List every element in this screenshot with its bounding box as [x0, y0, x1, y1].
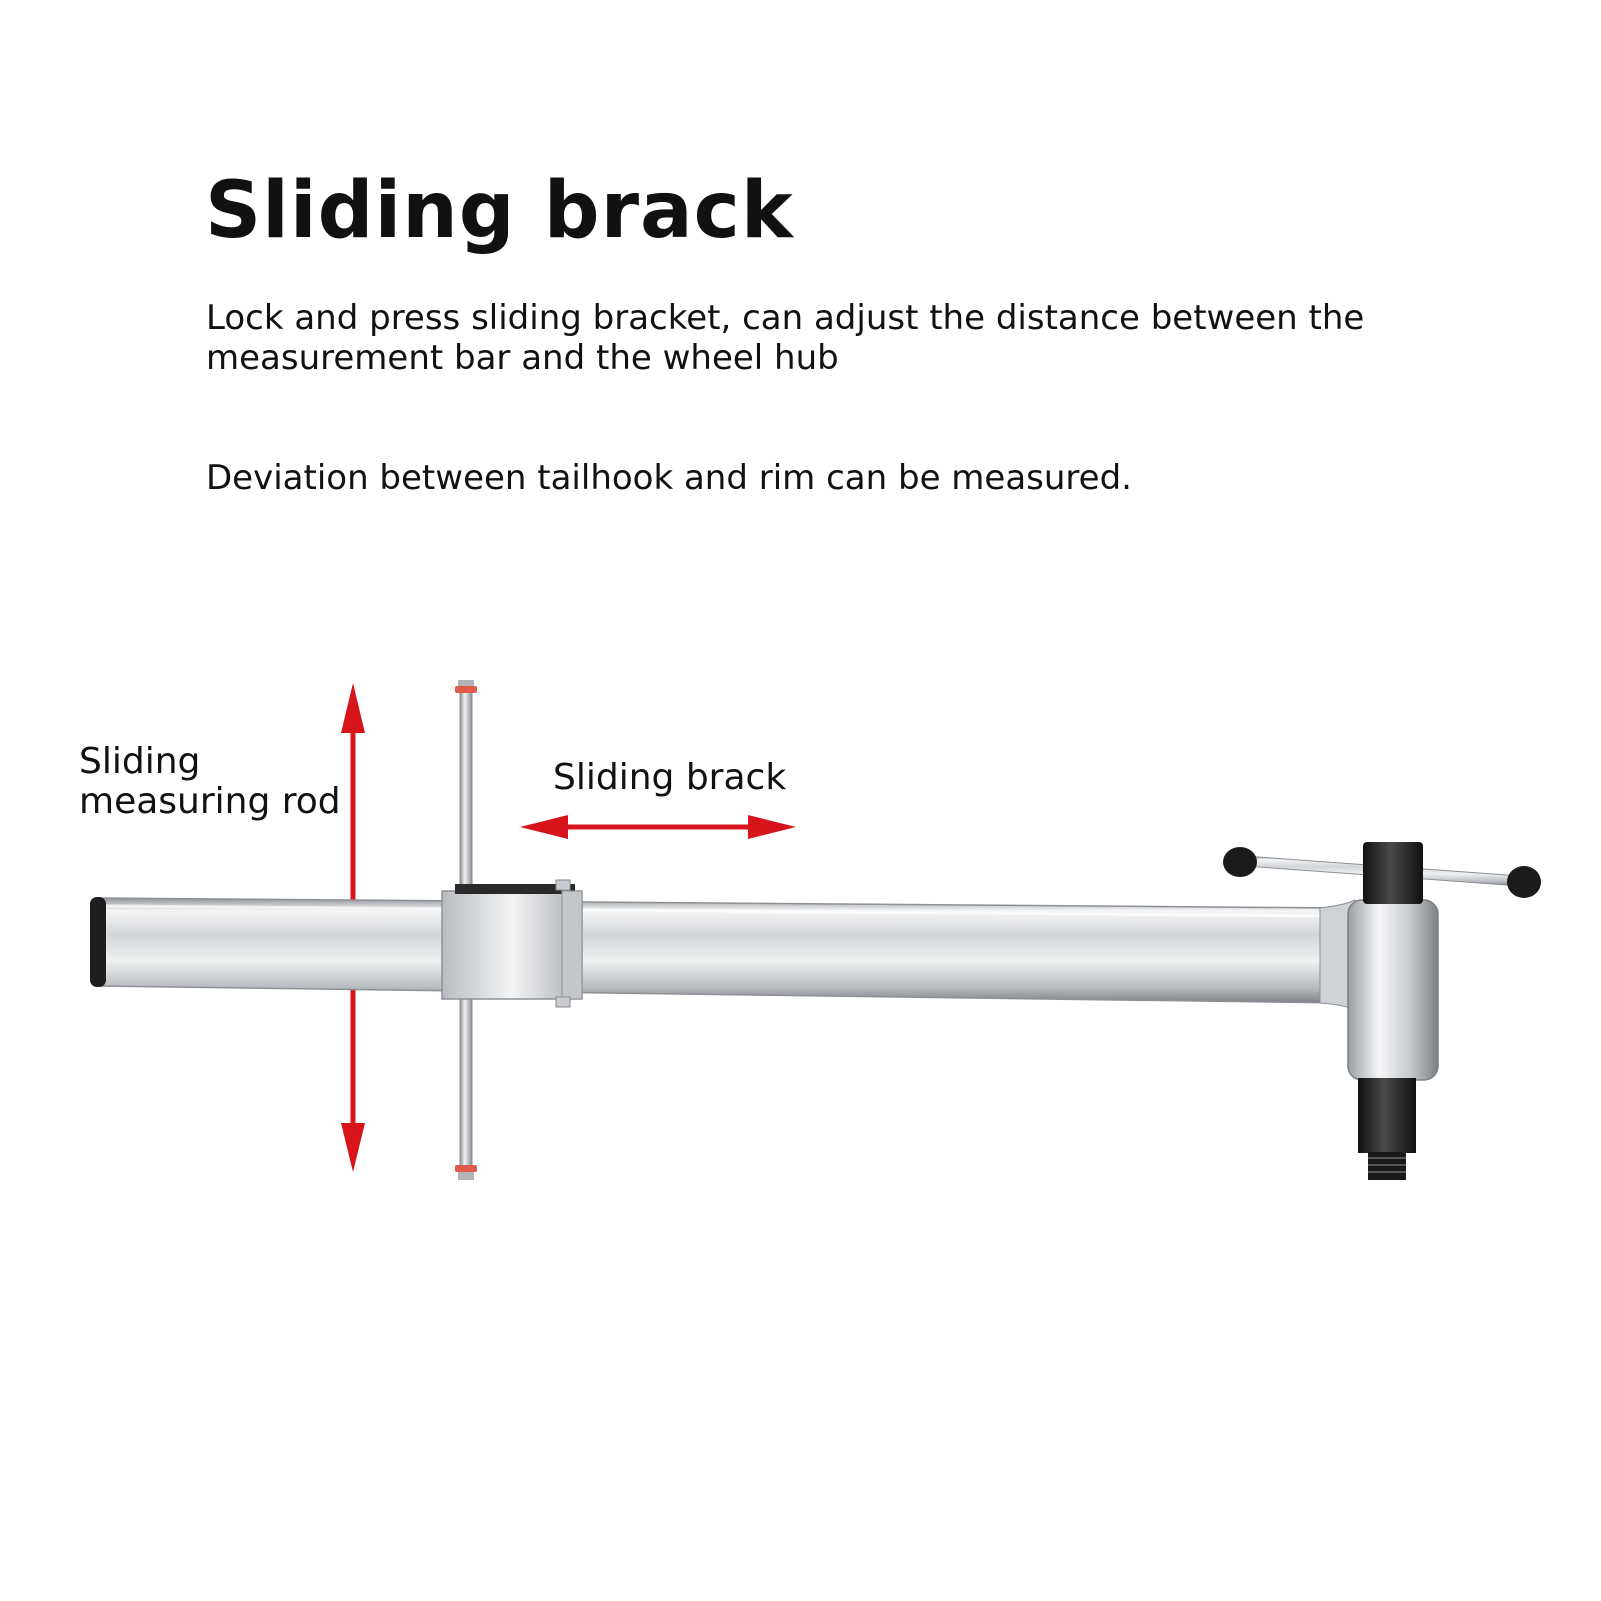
description-deviation: Deviation between tailhook and rim can b… [206, 458, 1132, 498]
page-title: Sliding brack [205, 166, 794, 256]
double-arrow-horizontal-icon [520, 815, 796, 839]
sliding-bracket [441, 879, 583, 1008]
description-adjust: Lock and press sliding bracket, can adju… [206, 298, 1365, 378]
bracket-label: Sliding brack [553, 757, 787, 798]
main-tube [90, 897, 1341, 1004]
rod-label: Sliding measuring rod [79, 741, 341, 822]
end-head [1223, 842, 1541, 1180]
